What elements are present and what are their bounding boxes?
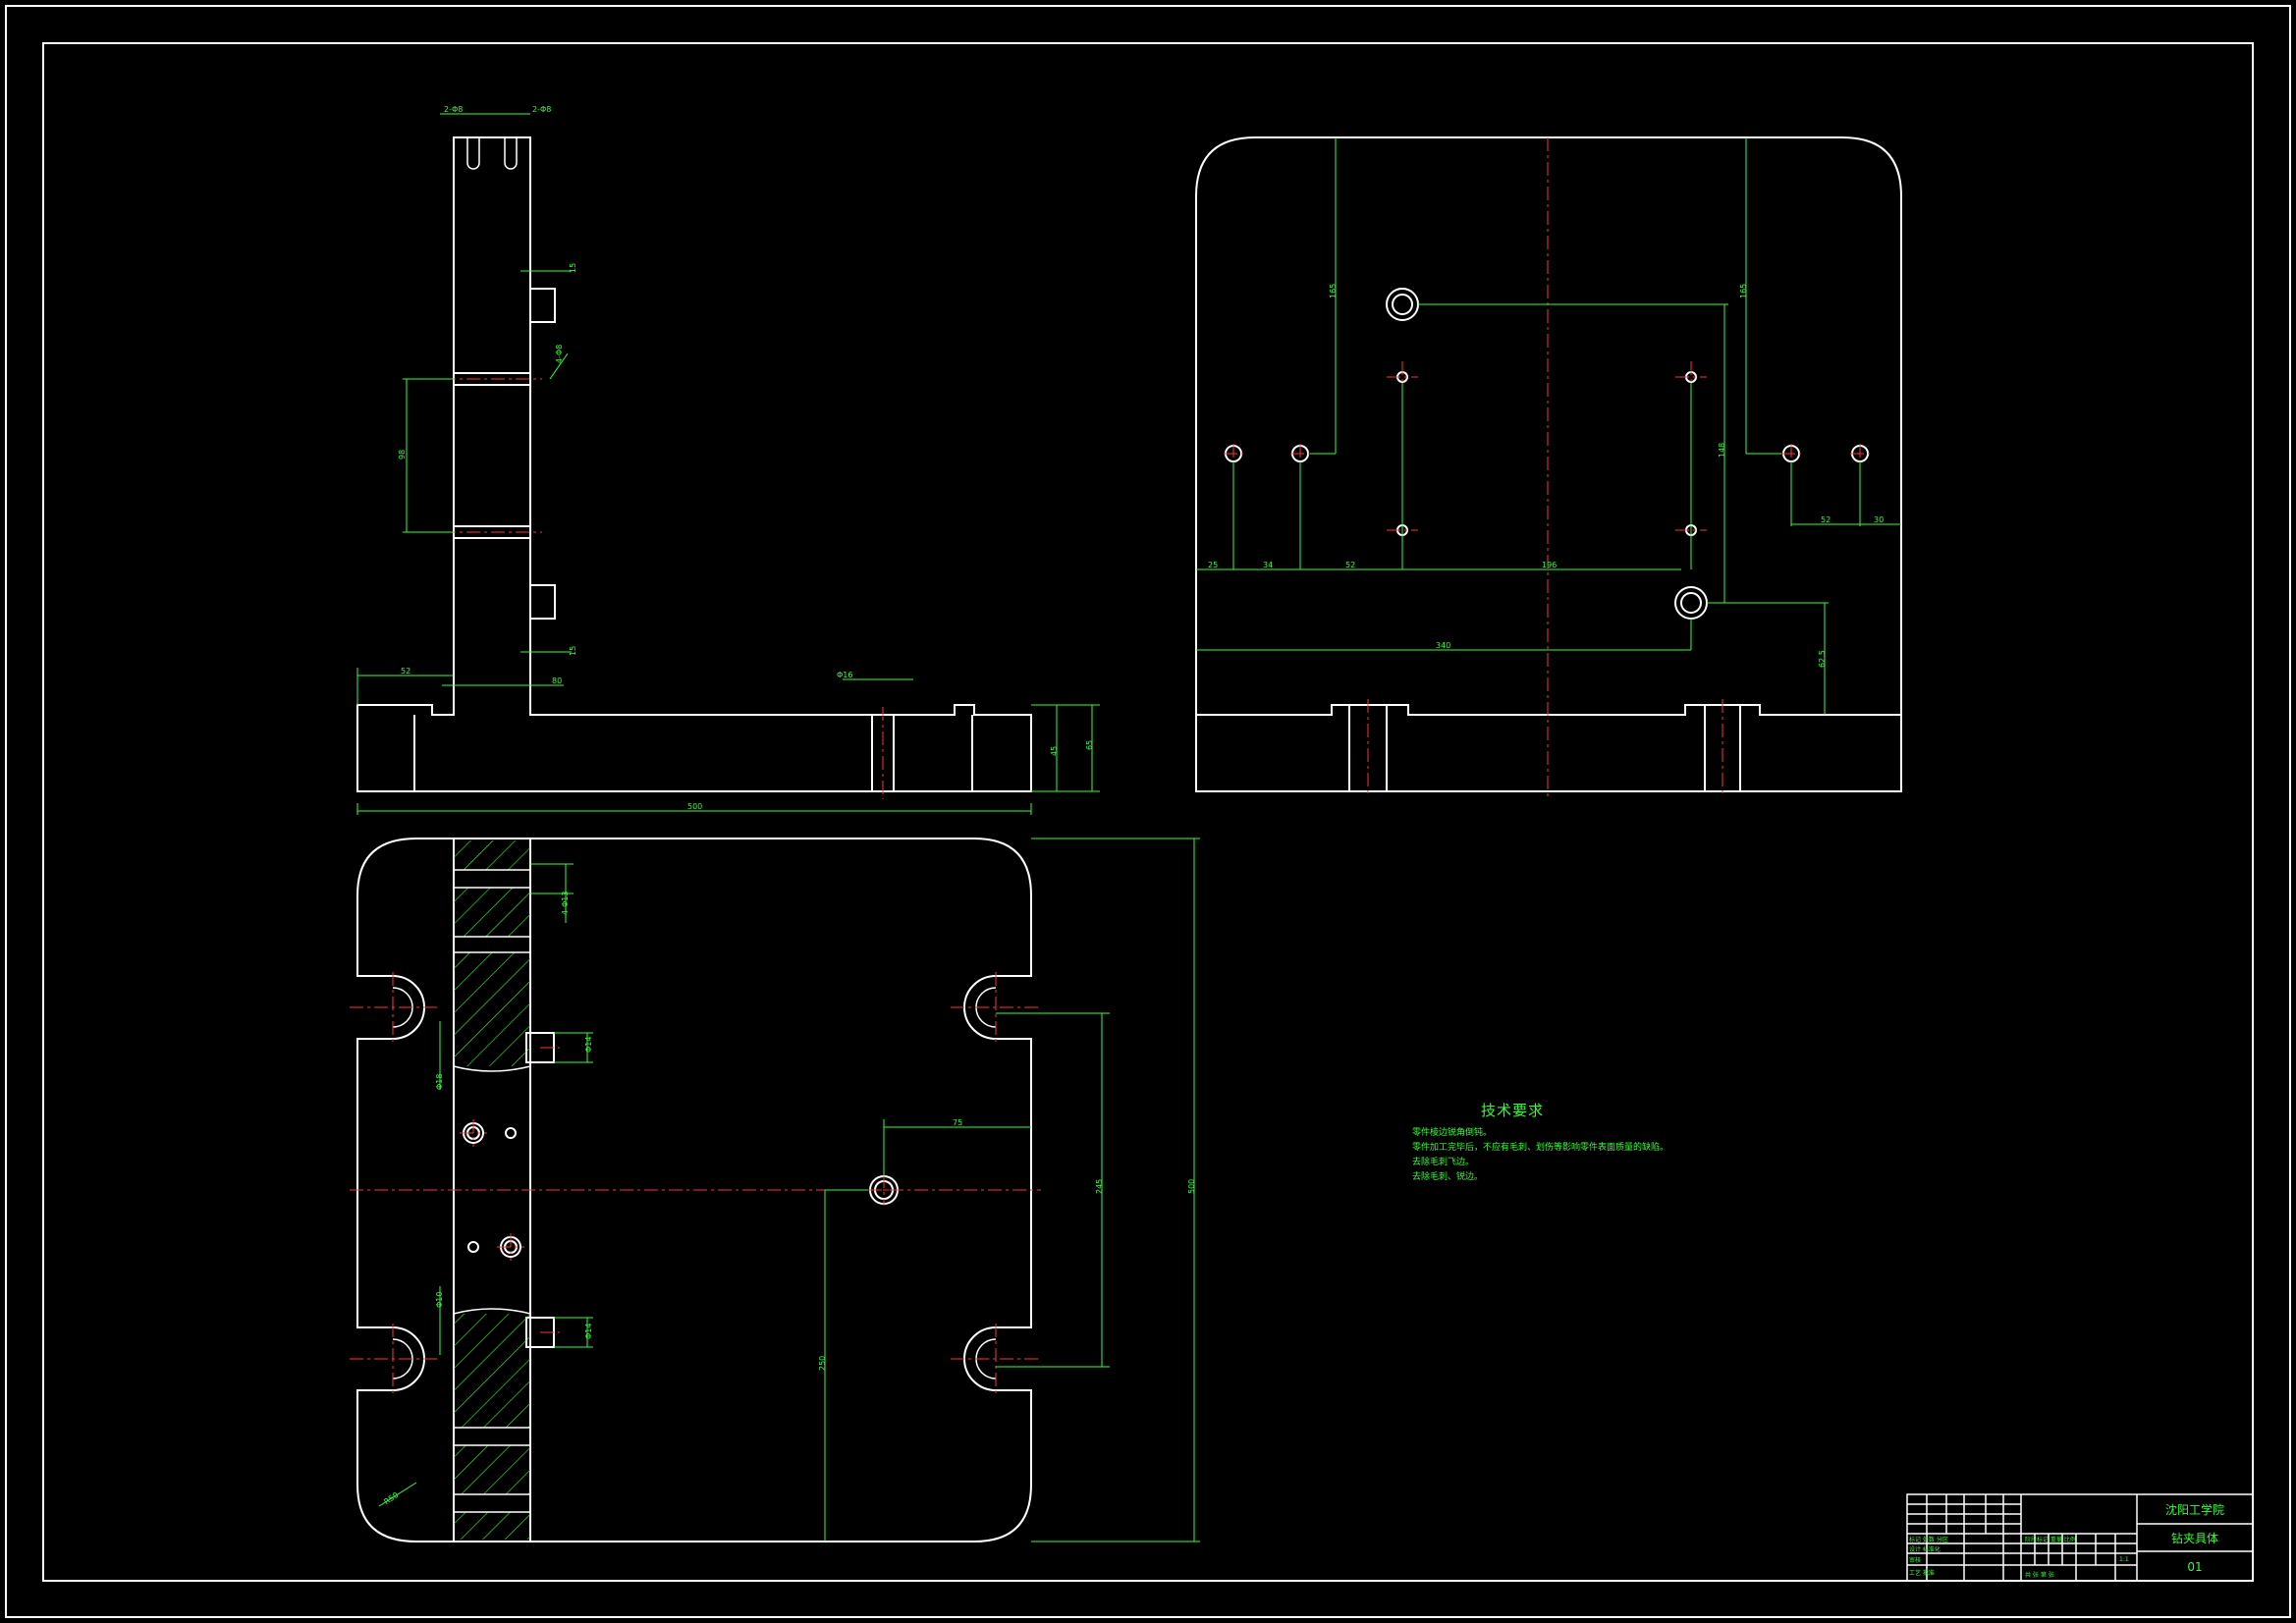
dim-base-total-width: 500 xyxy=(687,802,702,811)
dim-top-slot-left: 2-Φ8 xyxy=(444,105,463,114)
dim-top-slot-right: 2-Φ8 xyxy=(532,105,551,114)
dim-r-x2: 34 xyxy=(1263,561,1273,569)
dim-p-total-h: 500 xyxy=(1187,1179,1196,1194)
tech-note-line: 去除毛刺、锐边。 xyxy=(1412,1172,1484,1182)
dim-v-hole-upper: 4-Φ8 xyxy=(555,345,564,363)
dim-v-upper-slot: 15 xyxy=(569,263,577,273)
outer-border xyxy=(5,5,2291,1618)
dim-v-span-mid: 98 xyxy=(398,450,407,460)
dim-p-slot-upper: Φ14 xyxy=(584,1037,593,1053)
title-block xyxy=(1906,1493,2254,1582)
tech-note-line: 零件加工完毕后，不应有毛刺、划伤等影响零件表面质量的缺陷。 xyxy=(1412,1143,1669,1153)
dim-r-x1: 25 xyxy=(1208,561,1218,569)
tb-drawing-number: 01 xyxy=(2187,1560,2202,1574)
tb-row-label-1: 标记 处数 分区 xyxy=(1909,1536,1948,1543)
dim-r-mid-vertical: 148 xyxy=(1718,443,1726,458)
front-view xyxy=(356,136,1032,792)
dim-base-hole: Φ16 xyxy=(837,671,852,679)
dim-p-left-hole: Φ18 xyxy=(435,1074,444,1090)
tb-school: 沈阳工学院 xyxy=(2165,1502,2224,1517)
title-block-main-text: 沈阳工学院 钻夹具体 01 xyxy=(2165,1502,2224,1574)
tb-row-label-3: 审核 xyxy=(1909,1556,1921,1564)
side-view-centerlines xyxy=(1224,137,1870,797)
front-view-dim-text: 2-Φ8 2-Φ8 15 4-Φ8 98 15 52 80 Φ16 45 65 … xyxy=(398,105,1094,811)
inner-border xyxy=(42,42,2254,1582)
dim-v-lower-slot: 15 xyxy=(569,646,577,656)
dim-p-upper-hole: 4-Φ13 xyxy=(561,892,570,915)
tech-notes-title: 技术要求 xyxy=(1481,1102,1545,1119)
side-view xyxy=(1195,136,1902,792)
tb-sheet-label: 共 张 第 张 xyxy=(2025,1571,2054,1579)
front-view-dimensions xyxy=(356,113,1100,815)
dim-r-rx2: 30 xyxy=(1874,515,1884,524)
dim-r-top-left: 165 xyxy=(1329,284,1338,298)
tech-note-line: 去除毛刺飞边。 xyxy=(1412,1158,1475,1167)
tb-stage-label: 阶段标记 重量 比例 xyxy=(2025,1536,2076,1543)
dim-base-height-2: 65 xyxy=(1085,740,1094,750)
dim-p-left-v-upper: Φ10 xyxy=(435,1292,444,1308)
side-view-dim-text: 165 165 148 62.5 25 34 52 196 340 52 30 xyxy=(1208,284,1884,668)
plan-view-centerlines xyxy=(350,972,1041,1394)
dim-base-height-1: 45 xyxy=(1050,746,1059,756)
dim-r-x5: 340 xyxy=(1436,641,1450,650)
dim-p-right-v: 245 xyxy=(1095,1179,1104,1194)
technical-requirements: 技术要求 零件棱边锐角倒钝。 零件加工完毕后，不应有毛刺、划伤等影响零件表面质量… xyxy=(1412,1100,1668,1185)
plan-view-section xyxy=(453,840,531,1540)
dim-r-top-right: 165 xyxy=(1739,284,1748,298)
tb-row-label-4: 工艺 批准 xyxy=(1909,1569,1935,1577)
dim-r-rx1: 52 xyxy=(1821,515,1831,524)
tb-scale: 1:1 xyxy=(2119,1556,2129,1563)
plan-view-dimensions xyxy=(378,838,1200,1542)
tb-row-label-2: 设计 标准化 xyxy=(1909,1545,1941,1553)
front-view-centerlines xyxy=(442,378,884,799)
side-view-dimensions xyxy=(1196,137,1901,715)
dim-r-x4: 196 xyxy=(1542,561,1557,569)
tech-note-line: 零件棱边锐角倒钝。 xyxy=(1412,1128,1493,1138)
dim-r-lower-offset: 62.5 xyxy=(1818,650,1827,668)
dim-base-post-width: 80 xyxy=(552,676,562,685)
dim-p-slot-lower: Φ14 xyxy=(584,1324,593,1339)
title-block-small-text: 标记 处数 分区 设计 标准化 审核 工艺 批准 阶段标记 重量 比例 1:1 … xyxy=(1909,1536,2129,1579)
dim-r-x3: 52 xyxy=(1345,561,1355,569)
dim-base-left-width: 52 xyxy=(401,667,410,676)
dim-p-lower-v: 250 xyxy=(818,1356,827,1371)
tb-drawing-name: 钻夹具体 xyxy=(2171,1531,2218,1545)
dim-p-radius: R50 xyxy=(382,1490,400,1506)
dim-p-mid-x: 75 xyxy=(953,1118,962,1127)
